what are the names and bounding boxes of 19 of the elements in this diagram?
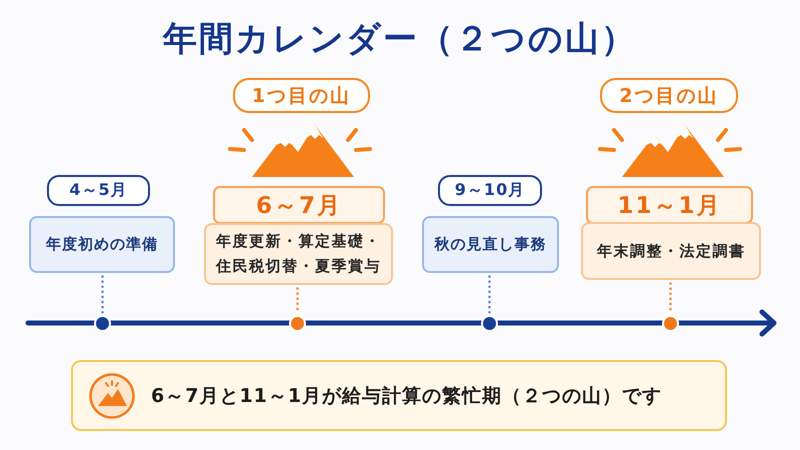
- month-range-label: 6～7月: [213, 186, 385, 224]
- peak-label: 1つ目の山: [233, 78, 370, 113]
- task-card: 年末調整・法定調書: [581, 222, 761, 280]
- timeline-dot: [662, 315, 679, 332]
- task-card: 年度更新・算定基礎・住民税切替・夏季賞与: [204, 223, 393, 285]
- month-range-label: 9～10月: [438, 175, 542, 206]
- peak-label: 2つ目の山: [600, 78, 738, 113]
- timeline-dot: [94, 315, 111, 332]
- connector-line: [101, 273, 104, 315]
- timeline-dot: [289, 315, 306, 332]
- title: 年間カレンダー（２つの山）: [161, 18, 638, 61]
- connector-line: [488, 273, 491, 315]
- timeline-dot: [481, 315, 498, 332]
- month-range-label: 4～5月: [47, 175, 150, 206]
- note-text: 6～7月と11～1月が給与計算の繁忙期（２つの山）です: [151, 384, 662, 408]
- note-panel: [71, 360, 727, 431]
- task-card: 年度初めの準備: [29, 216, 175, 273]
- task-card: 秋の見直し事務: [422, 216, 559, 273]
- month-range-label: 11～1月: [586, 186, 753, 224]
